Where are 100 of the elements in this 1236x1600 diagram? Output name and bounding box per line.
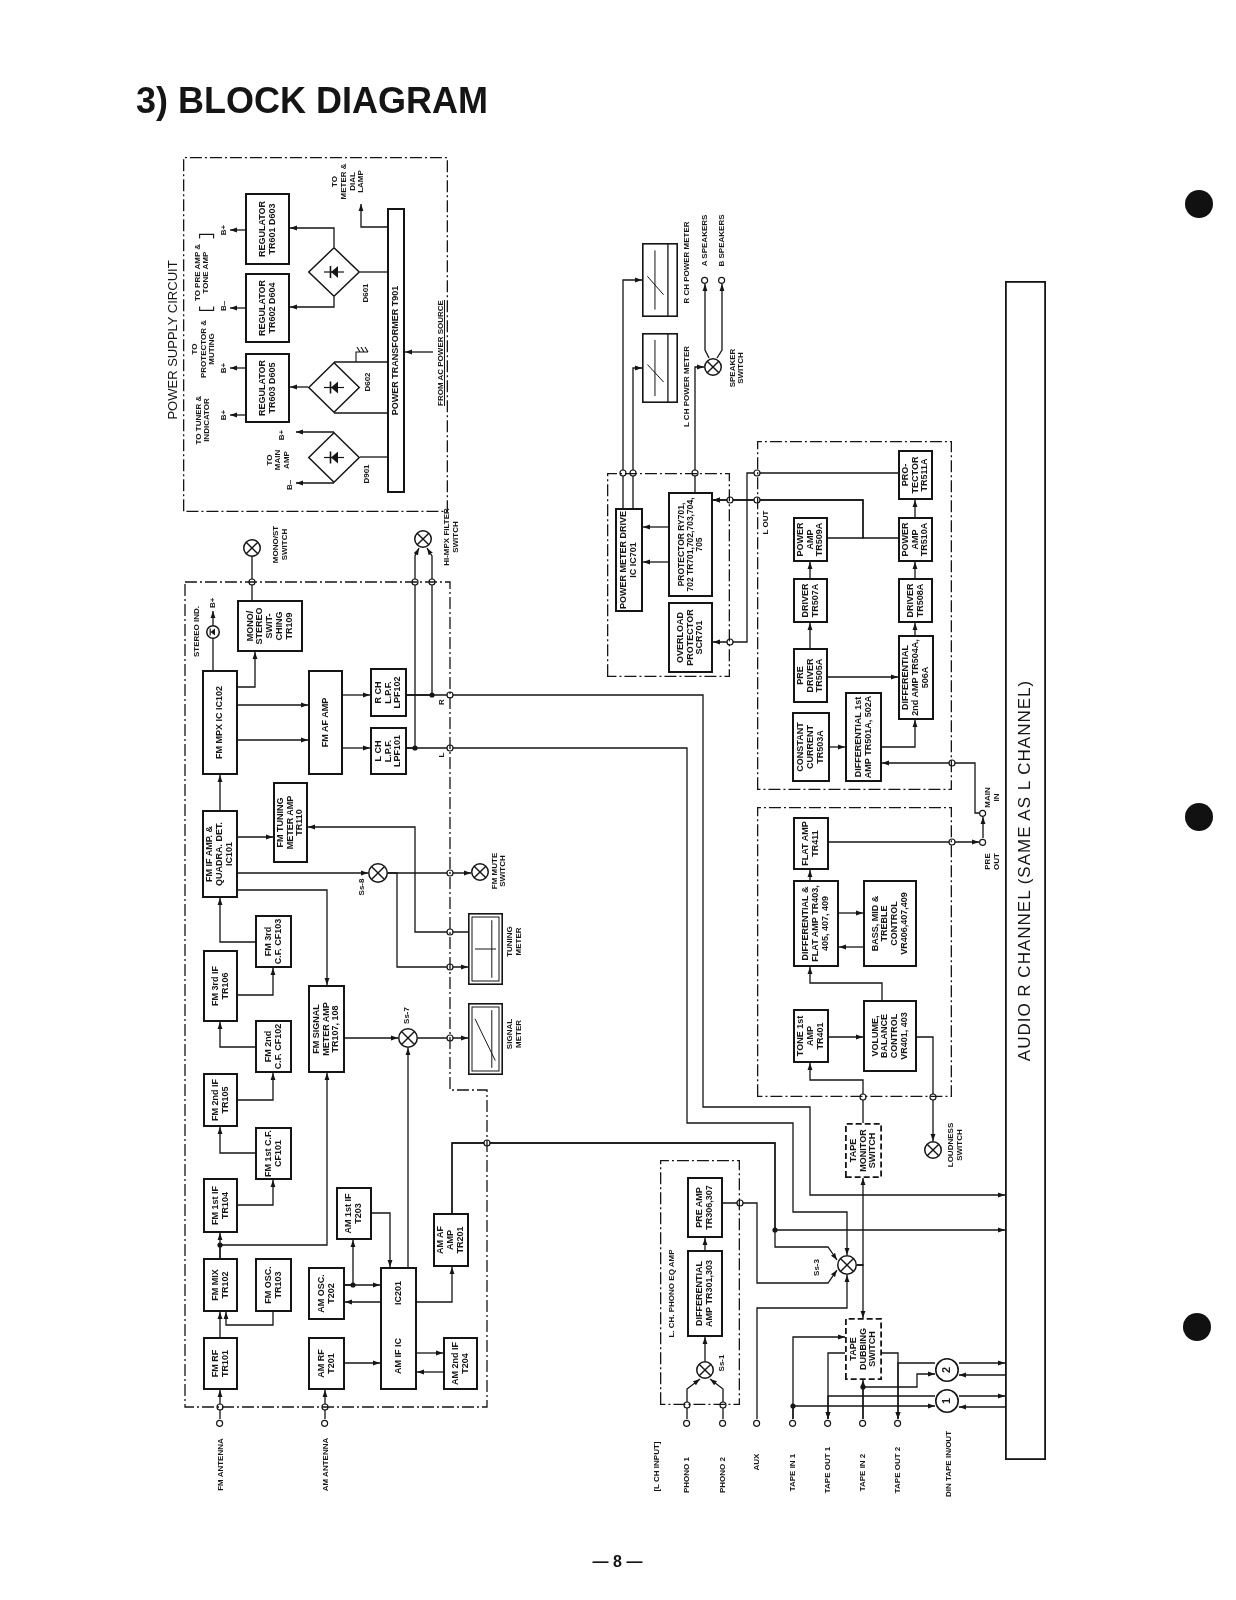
signal-arrow <box>406 694 1006 1198</box>
signal-arrow <box>387 872 469 970</box>
signal-arrow <box>344 1360 381 1366</box>
signal-arrow <box>237 651 258 688</box>
signal-arrow <box>229 365 246 371</box>
signal-arrow <box>295 429 335 435</box>
signal-arrow <box>416 1369 444 1375</box>
signal-arrow <box>237 967 276 996</box>
block-label: AM 1st IF T203 <box>344 1192 364 1236</box>
supply-label: B– <box>285 479 294 491</box>
pin-circle <box>935 1358 959 1382</box>
dashed-section <box>185 582 487 1407</box>
signal-arrow <box>451 1142 1006 1233</box>
signal-arrow <box>237 1179 276 1206</box>
signal-arrow <box>958 1372 1006 1378</box>
block-label: POWER AMP TR510A <box>900 521 931 559</box>
signal-arrow <box>307 824 469 933</box>
block-label: DRIVER TR507A <box>800 582 821 620</box>
channel-label: AUDIO R CHANNEL (SAME AS L CHANNEL) <box>1016 679 1035 1062</box>
block-label: PRE DRIVER TR505A <box>795 657 826 695</box>
signal-arrow <box>295 480 335 486</box>
block-label: BASS, MID & TREBLE CONTROL VR406,407,409 <box>870 891 910 957</box>
terminal-label: TAPE OUT 1 <box>823 1446 833 1494</box>
switch-label: LOUDNESS SWITCH <box>947 1121 965 1170</box>
circuit-block <box>668 602 713 673</box>
block-label: TONE 1st AMP TR401 <box>796 1014 826 1059</box>
block-label: FM 2nd C.F. CF102 <box>263 1023 284 1070</box>
block-label: MONO/ STEREO SWIT- CHING TR109 <box>245 606 295 647</box>
block-label: POWER TRANSFORMER T901 <box>391 285 401 416</box>
circuit-block <box>237 600 303 652</box>
signal-arrow <box>237 870 369 876</box>
block-label: PRE AMP TR306,307 <box>695 1184 715 1232</box>
supply-label: B– <box>219 300 229 312</box>
block-label: DIFFERENTIAL 2nd AMP TR504A, 506A <box>901 638 931 717</box>
signal-arrow <box>912 499 918 518</box>
circuit-block <box>443 1337 478 1390</box>
section-title: L. CH. PHONO EQ AMP <box>667 1249 677 1338</box>
switch-label: Ss-8 <box>357 878 366 896</box>
signal-arrow <box>881 760 980 814</box>
terminal-label: AUX <box>752 1453 762 1471</box>
signal-arrow <box>217 1021 256 1048</box>
terminal-label: PHONO 2 <box>718 1457 728 1493</box>
signal-arrow <box>980 816 986 839</box>
block-label: R CH L.P.F. LPF102 <box>373 675 404 711</box>
circuit-block <box>255 1020 292 1073</box>
circuit-block <box>336 1187 372 1240</box>
destination-label: TO MAIN AMP <box>265 448 292 473</box>
signal-arrow <box>916 1036 936 1142</box>
circuit-block <box>863 880 917 967</box>
block-label: FM MIX TR102 <box>210 1268 231 1303</box>
terminal-label: TAPE OUT 2 <box>893 1446 903 1494</box>
signal-arrow <box>709 1378 724 1420</box>
signal-arrow <box>827 674 899 680</box>
circuit-block <box>433 1213 469 1267</box>
signal-arrow <box>237 737 309 743</box>
circuit-block <box>203 1337 238 1390</box>
circuit-block <box>845 692 882 782</box>
signal-arrow <box>371 1212 393 1268</box>
supply-label: B+ <box>219 362 229 374</box>
circuit-block <box>203 1178 238 1233</box>
block-label: FM RF TR101 <box>210 1348 231 1380</box>
signal-arrow <box>828 1034 864 1040</box>
signal-line <box>212 638 214 671</box>
signal-arrow <box>416 1350 444 1356</box>
signal-arrow <box>862 1371 936 1420</box>
block-label: FLAT AMP TR411 <box>801 820 821 867</box>
signal-arrow <box>237 1072 276 1101</box>
signal-arrow <box>807 561 813 579</box>
circuit-block <box>203 950 238 1022</box>
block-label: AM OSC. T202 <box>316 1273 337 1315</box>
signal-arrow <box>642 524 669 530</box>
circuit-block <box>793 880 839 967</box>
circuit-block <box>793 648 828 703</box>
switch-label: MONO/ST SWITCH <box>272 524 290 566</box>
circuit-block <box>387 208 405 493</box>
block-label: AM AF AMP TR201 <box>436 1224 466 1257</box>
signal-arrow <box>229 227 246 233</box>
signal-arrow <box>807 1062 864 1124</box>
signal-arrow <box>958 1360 1006 1366</box>
terminal-label: PHONO 1 <box>682 1457 692 1493</box>
switch-label: TAPE DUBBING SWITCH <box>848 1327 879 1372</box>
destination-label: TO TUNER & INDICATOR <box>194 394 213 447</box>
terminal-label: PRE OUT <box>984 852 1002 872</box>
signal-arrow <box>632 365 643 509</box>
signal-line <box>333 361 388 363</box>
diode-label: D602 <box>363 372 372 392</box>
block-label: PROTECTOR RY701, 702 TR701,702,703,704, 705 <box>676 496 705 594</box>
circuit-block <box>380 1267 417 1390</box>
block-label: REGULATOR TR603 D605 <box>257 358 278 419</box>
signal-arrow <box>829 744 846 750</box>
signal-arrow <box>958 1393 1006 1399</box>
diode-label: D901 <box>362 464 371 484</box>
signal-arrow <box>416 1266 455 1303</box>
block-label: AM IF IC <box>393 1338 404 1374</box>
signal-arrow <box>229 305 246 311</box>
signal-arrow <box>404 349 434 355</box>
signal-arrow <box>289 296 335 310</box>
block-label: FM OSC. TR103 <box>263 1265 284 1306</box>
circuit-block <box>898 578 933 623</box>
dashed-switch-block <box>845 1318 882 1380</box>
